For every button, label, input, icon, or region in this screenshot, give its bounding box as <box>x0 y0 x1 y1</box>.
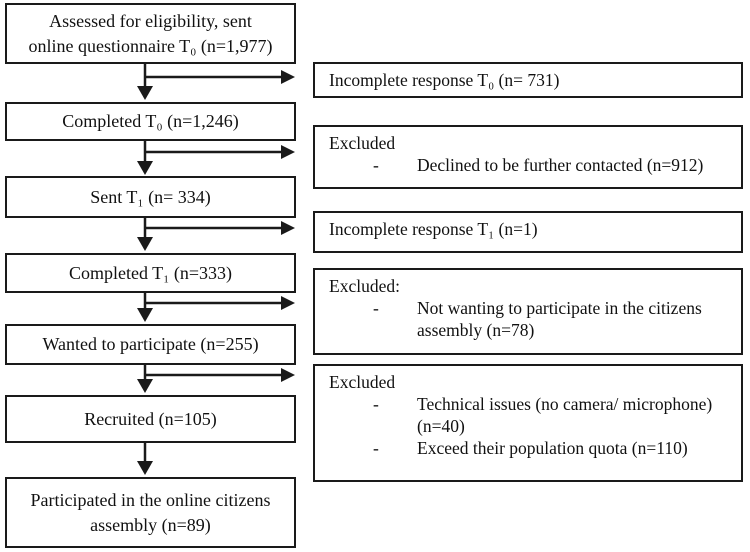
bullet-dash: - <box>373 394 379 414</box>
box-heading: Incomplete response T₀ (n= 731) <box>329 70 560 90</box>
flow-box-completed-t0: Completed T₀ (n=1,246) <box>5 102 296 141</box>
flow-box-excluded-2: Excluded: - Not wanting to participate i… <box>313 268 743 355</box>
flow-box-line: Completed T₀ (n=1,246) <box>62 111 239 131</box>
bullet-line: Declined to be further contacted (n=912) <box>417 155 704 175</box>
arrow-down-6-head <box>137 461 153 475</box>
flow-box-excluded-1: Excluded - Declined to be further contac… <box>313 125 743 189</box>
flow-box-excluded-3: Excluded - Technical issues (no camera/ … <box>313 364 743 482</box>
flow-box-line: Completed T₁ (n=333) <box>68 262 233 283</box>
bullet-line: Exceed their population quota (n=110) <box>417 438 688 458</box>
bullet-item: - Technical issues (no camera/ microphon… <box>329 393 733 437</box>
bullet-line: Technical issues (no camera/ microphone) <box>417 394 713 414</box>
flow-box-sent-t1: Sent T₁ (n= 334) <box>5 176 296 218</box>
flow-box-line: online questionnaire T₀ (n=1,977) <box>28 35 273 56</box>
flow-box-assessed: Assessed for eligibility, sent online qu… <box>5 3 296 64</box>
arrow-right-3-head <box>281 221 295 235</box>
flow-box-line: Sent T₁ (n= 334) <box>90 186 211 207</box>
arrow-right-4-head <box>281 296 295 310</box>
box-heading: Excluded: <box>329 276 400 296</box>
bullet-line: Not wanting to participate in the citize… <box>417 298 702 318</box>
box-heading: Excluded <box>329 133 396 153</box>
flow-box-line: Recruited (n=105) <box>84 408 217 429</box>
arrow-down-2-head <box>137 161 153 175</box>
bullet-line: assembly (n=78) <box>417 320 535 340</box>
flow-box-line: Participated in the online citizens <box>30 489 271 510</box>
arrow-right-1-head <box>281 70 295 84</box>
arrow-down-3-head <box>137 237 153 251</box>
flow-box-completed-t1: Completed T₁ (n=333) <box>5 253 296 293</box>
box-heading: Excluded <box>329 372 396 392</box>
arrow-right-5-head <box>281 368 295 382</box>
flow-box-line: assembly (n=89) <box>90 514 211 535</box>
arrow-down-1-head <box>137 86 153 100</box>
flow-box-incomplete-t1: Incomplete response T₁ (n=1) <box>313 211 743 253</box>
flow-box-incomplete-t0: Incomplete response T₀ (n= 731) <box>313 62 743 98</box>
box-heading: Incomplete response T₁ (n=1) <box>329 219 538 239</box>
flow-box-line: Wanted to participate (n=255) <box>42 334 259 354</box>
flow-box-participated: Participated in the online citizens asse… <box>5 477 296 548</box>
bullet-dash: - <box>373 438 379 458</box>
arrow-right-2-head <box>281 145 295 159</box>
bullet-item: - Exceed their population quota (n=110) <box>329 437 733 459</box>
bullet-dash: - <box>373 155 379 175</box>
bullet-line: (n=40) <box>417 416 465 436</box>
arrow-down-5-head <box>137 379 153 393</box>
bullet-item: - Not wanting to participate in the citi… <box>329 297 733 341</box>
flow-box-wanted: Wanted to participate (n=255) <box>5 324 296 365</box>
flow-box-recruited: Recruited (n=105) <box>5 395 296 443</box>
arrow-down-4-head <box>137 308 153 322</box>
flow-box-line: Assessed for eligibility, sent <box>49 10 252 31</box>
bullet-item: - Declined to be further contacted (n=91… <box>329 154 733 176</box>
bullet-dash: - <box>373 298 379 318</box>
